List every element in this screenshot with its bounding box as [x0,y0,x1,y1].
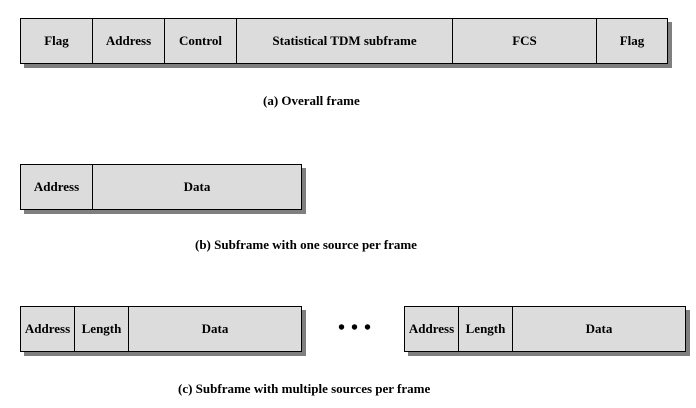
statistical-tdm-subframe-field: Statistical TDM subframe [237,19,453,63]
data-field: Data [585,321,613,336]
single-source-subframe: Address Data [20,164,302,210]
control-field: Control [165,19,237,63]
ellipsis: ••• [338,317,378,339]
flag-field-end: Flag [619,33,645,48]
address-field: Address [21,307,75,351]
data-field: Data [201,321,229,336]
fcs-field: FCS [453,19,597,63]
caption-multiple-sources: (c) Subframe with multiple sources per f… [178,381,431,396]
address-field: Address [405,307,459,351]
address-field: Address [21,165,93,209]
multi-source-subframe-first: Address Length Data [20,306,302,352]
flag-field-start: Flag [21,19,93,63]
overall-frame: Flag Address Control Statistical TDM sub… [20,18,668,64]
multi-source-subframe-last: Address Length Data [404,306,686,352]
address-field: Address [93,19,165,63]
length-field: Length [459,307,513,351]
data-field: Data [183,179,211,194]
caption-overall-frame: (a) Overall frame [263,93,360,108]
caption-single-source: (b) Subframe with one source per frame [195,237,417,252]
length-field: Length [75,307,129,351]
